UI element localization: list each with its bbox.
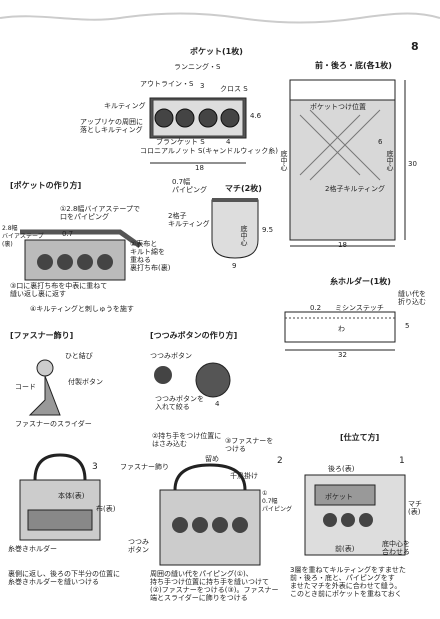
pocket-title: ポケット(1枚): [190, 47, 243, 56]
assembly-n2: 2: [277, 456, 283, 466]
asm-step1: 3層を重ねてキルティングをすませた 前・後ろ・底と、パイピングをす ませたマチを…: [290, 566, 406, 598]
asm-back: 後ろ(表): [328, 465, 355, 473]
how-bias: 2.8幅 バイアステープ (裏): [2, 225, 44, 248]
fb-center2: 底中心: [386, 150, 394, 171]
holder-fold: 縫い代を 折り込む: [398, 290, 426, 306]
fastener-slider: ファスナーのスライダー: [15, 420, 92, 428]
dim-w: 18: [195, 164, 204, 172]
dim-h: 4.6: [250, 112, 262, 120]
label-quilting: キルティング: [104, 102, 146, 110]
asm-cover: つつみ ボタン: [128, 538, 149, 554]
button-title: [つつみボタンの作り方]: [150, 331, 238, 340]
label-applique: アップリケの周囲に 落としキルティング: [80, 118, 143, 134]
asm-h2: ③ファスナーを つける: [225, 437, 274, 453]
fb-pocket-pos: ポケットつけ位置: [310, 103, 366, 111]
gusset-h: 9.5: [262, 226, 274, 234]
page-number: 8: [411, 40, 419, 53]
asm-knot2: 留め: [205, 455, 219, 463]
asm-b3: 布(表): [96, 505, 116, 513]
label-running: ランニング・S: [174, 63, 221, 71]
asm-step2: 周囲の縫い代をパイピング(①)、 持ち手つけ位置に持ち手を縫いつけて (②)ファ…: [150, 570, 279, 602]
holder-w: 32: [338, 351, 347, 359]
fb-h: 30: [408, 160, 417, 168]
gusset-w: 9: [232, 262, 237, 270]
holder-wa: わ: [338, 325, 345, 333]
fb-grid: 2格子キルティング: [325, 185, 386, 193]
assembly-n3: 3: [92, 462, 98, 472]
how-step2: ②表布と キルト綿を 重ねる 裏打ち布(裏): [130, 240, 171, 272]
fb-six: 6: [378, 138, 383, 146]
asm-h1: ②持ち手をつけ位置に はさみ込む: [152, 432, 222, 448]
button-dim: 4: [215, 400, 220, 408]
holder-machine: ミシンステッチ: [335, 304, 384, 312]
gusset-title: マチ(2枚): [225, 184, 262, 193]
how-dim: 0.7: [62, 230, 74, 238]
label-outline: アウトライン・S: [140, 80, 194, 88]
gusset-center: 底中心: [240, 225, 248, 246]
asm-holder: 糸巻きホルダー: [8, 545, 57, 553]
fastener-button: 付製ボタン: [68, 378, 103, 386]
label-colonial: コロニアルノット S(キャンドルウィック糸): [140, 147, 278, 155]
how-pocket-title: [ポケットの作り方]: [10, 181, 82, 190]
asm-fake: ファスナー飾り: [120, 463, 169, 471]
fb-w: 18: [338, 241, 347, 249]
dim-a: 3: [200, 82, 205, 90]
asm-front: 前(表): [335, 545, 355, 553]
fb-center: 底中心: [280, 150, 288, 171]
how-step1: ①2.8幅バイアステープで 口をパイピング: [60, 205, 140, 221]
assembly-title: [仕立て方]: [340, 433, 380, 442]
asm-pipe: ① 0.7幅 パイピング: [262, 490, 293, 513]
assembly-n1: 1: [399, 456, 405, 466]
label-blanket: ブランケット S: [156, 138, 205, 146]
how-step3: ③口に裏打ち布を中表に重ねて 縫い返し裏に返す: [10, 282, 108, 298]
how-step4: ④キルティングと刺しゅうを施す: [30, 305, 134, 313]
asm-handle: 千鳥掛け: [230, 472, 258, 480]
gusset-grid: 2格子 キルティング: [168, 212, 210, 228]
fastener-knot: ひと結び: [65, 352, 93, 360]
holder-title: 糸ホルダー(1枚): [330, 277, 391, 286]
fb-title: 前・後ろ・底(各1枚): [315, 61, 392, 70]
gusset-piping: 0.7幅 パイピング: [172, 178, 207, 194]
asm-dec: 本体(表): [58, 492, 85, 500]
asm-step3: 裏側に返し、後ろの下半分の位置に 糸巻きホルダーを縫いつける: [8, 570, 120, 586]
holder-h: 5: [405, 322, 410, 330]
asm-gusset: マチ (表): [408, 500, 422, 516]
button-label: つつみボタン: [150, 352, 192, 360]
asm-match: 底中心を 合わせる: [382, 540, 410, 556]
button-insert: つつみボタンを 入れて絞る: [155, 395, 204, 411]
label-cross: クロス S: [220, 85, 248, 93]
dim-b: 4: [226, 138, 231, 146]
fastener-title: [ファスナー飾り]: [10, 331, 74, 340]
asm-pocket: ポケット: [325, 493, 353, 501]
fastener-cord: コード: [15, 383, 36, 391]
holder-d: 0.2: [310, 304, 322, 312]
